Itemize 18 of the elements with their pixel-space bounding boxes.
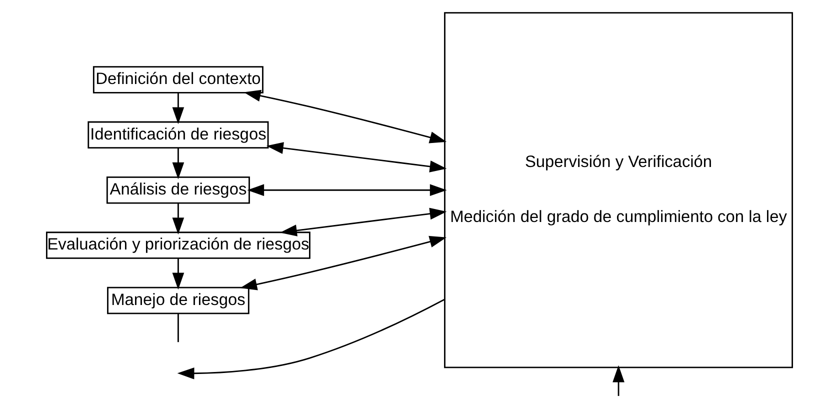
node-box: Manejo de riesgos	[106, 286, 249, 314]
arrow	[612, 365, 624, 396]
arrow	[176, 298, 444, 380]
node-box: Identificación de riesgos	[87, 121, 268, 149]
node-box: Evaluación y priorización de riesgos	[46, 232, 310, 259]
arrow	[266, 142, 446, 172]
node-box: Análisis de riesgos	[106, 176, 250, 204]
arrow	[279, 208, 446, 236]
arrow	[246, 184, 446, 196]
arrow	[172, 148, 184, 180]
arrow	[172, 258, 184, 290]
arrow	[172, 203, 184, 234]
node-box: Supervisión y Verificación Medición del grado de cumplimiento con la ley	[444, 12, 792, 368]
arrow	[172, 92, 184, 124]
connector	[177, 313, 178, 342]
node-box: Definición del contexto	[92, 66, 263, 94]
arrow	[240, 236, 446, 290]
arrow	[243, 90, 446, 144]
